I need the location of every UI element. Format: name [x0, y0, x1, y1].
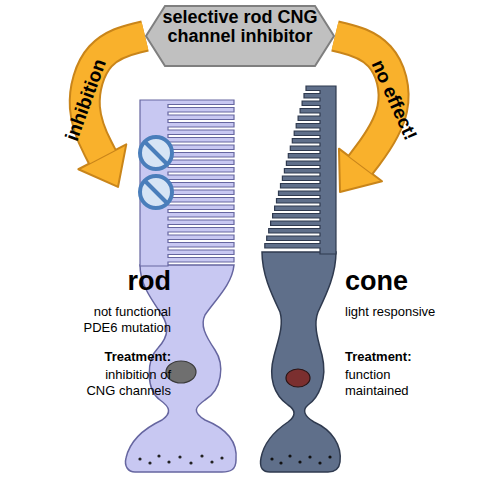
cell-name: rod — [79, 265, 171, 297]
rod-cell: rodnot functional PDE6 mutationTreatment… — [118, 95, 240, 475]
sign-ring — [140, 137, 172, 169]
synapse-dot — [148, 461, 151, 464]
treatment-heading: Treatment: — [79, 349, 171, 365]
synapse-dot — [318, 461, 321, 464]
cell-state: light responsive — [345, 304, 445, 320]
cell-name: cone — [345, 265, 445, 297]
inhibitor-hexagon: selective rod CNG channel inhibitor — [145, 5, 335, 67]
cone-nucleus — [286, 369, 310, 387]
inhibitor-name: selective rod CNG channel inhibitor — [160, 8, 320, 46]
sign-bar — [145, 142, 167, 164]
synapse-dot — [178, 455, 181, 458]
synapse-dot — [298, 460, 301, 463]
treatment-text: inhibition of CNG channels — [79, 367, 171, 399]
synapse-dot — [157, 454, 160, 457]
rod-outer-segment — [140, 100, 234, 266]
synapse-dot — [189, 461, 192, 464]
cell-state: not functional PDE6 mutation — [79, 304, 171, 336]
synapse-dot — [279, 461, 282, 464]
synapse-dot — [288, 454, 291, 457]
sign-ring — [140, 176, 172, 208]
arrow-label: no effect! — [367, 56, 422, 143]
cone-cell: conelight responsiveTreatment:function m… — [245, 82, 340, 475]
treatment-text: function maintained — [345, 367, 440, 399]
node-shape — [245, 82, 340, 475]
shape-group — [260, 86, 340, 472]
arrow-label: inhibition — [61, 56, 111, 144]
synapse-dot — [167, 460, 170, 463]
treatment-heading: Treatment: — [345, 349, 445, 365]
synapse-dot — [138, 457, 141, 460]
prohibition-sign — [140, 137, 172, 169]
hexagon-outline — [146, 6, 334, 66]
synapse-dot — [308, 455, 311, 458]
cone-outer-segment — [265, 86, 336, 254]
synapse-dot — [200, 454, 203, 457]
sign-bar — [145, 181, 167, 203]
shape-group — [146, 6, 334, 66]
synapse-dot — [210, 460, 213, 463]
prohibition-sign — [140, 176, 172, 208]
cone-body — [260, 252, 340, 472]
synapse-dot — [328, 455, 331, 458]
synapse-dot — [220, 456, 223, 459]
synapse-dot — [270, 457, 273, 460]
